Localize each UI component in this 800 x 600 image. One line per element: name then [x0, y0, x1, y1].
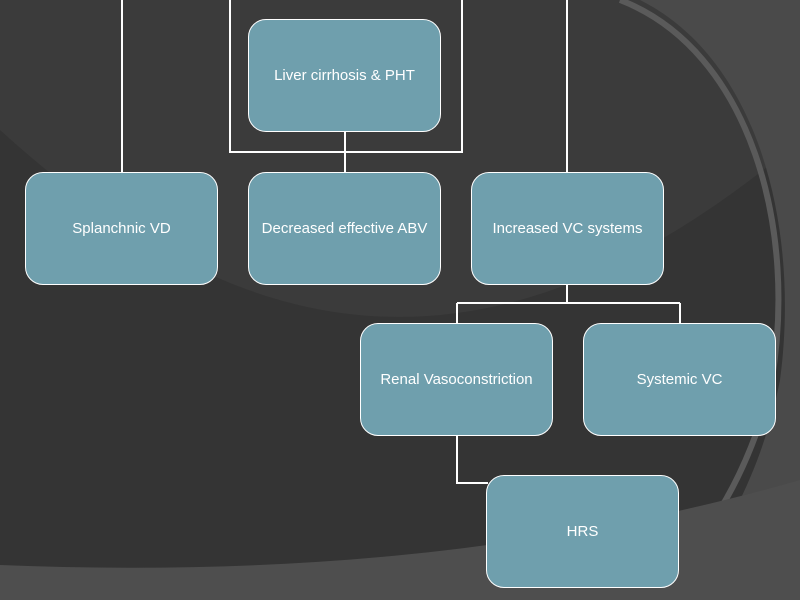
node-liver-cirrhosis: Liver cirrhosis & PHT — [248, 19, 441, 132]
node-hrs-label: HRS — [566, 523, 599, 540]
node-decreased-abv-label: Decreased effective ABV — [261, 220, 428, 237]
node-liver-cirrhosis-label: Liver cirrhosis & PHT — [274, 67, 415, 84]
node-hrs: HRS — [486, 475, 679, 588]
node-increased-vc: Increased VC systems — [471, 172, 664, 285]
node-systemic-vc-label: Systemic VC — [636, 371, 723, 388]
node-increased-vc-label: Increased VC systems — [492, 220, 643, 237]
node-decreased-abv: Decreased effective ABV — [248, 172, 441, 285]
node-splanchnic-vd-label: Splanchnic VD — [72, 220, 171, 237]
node-renal-vasoconstriction: Renal Vasoconstriction — [360, 323, 553, 436]
node-renal-vasoconstriction-label: Renal Vasoconstriction — [380, 371, 533, 388]
node-systemic-vc: Systemic VC — [583, 323, 776, 436]
node-splanchnic-vd: Splanchnic VD — [25, 172, 218, 285]
